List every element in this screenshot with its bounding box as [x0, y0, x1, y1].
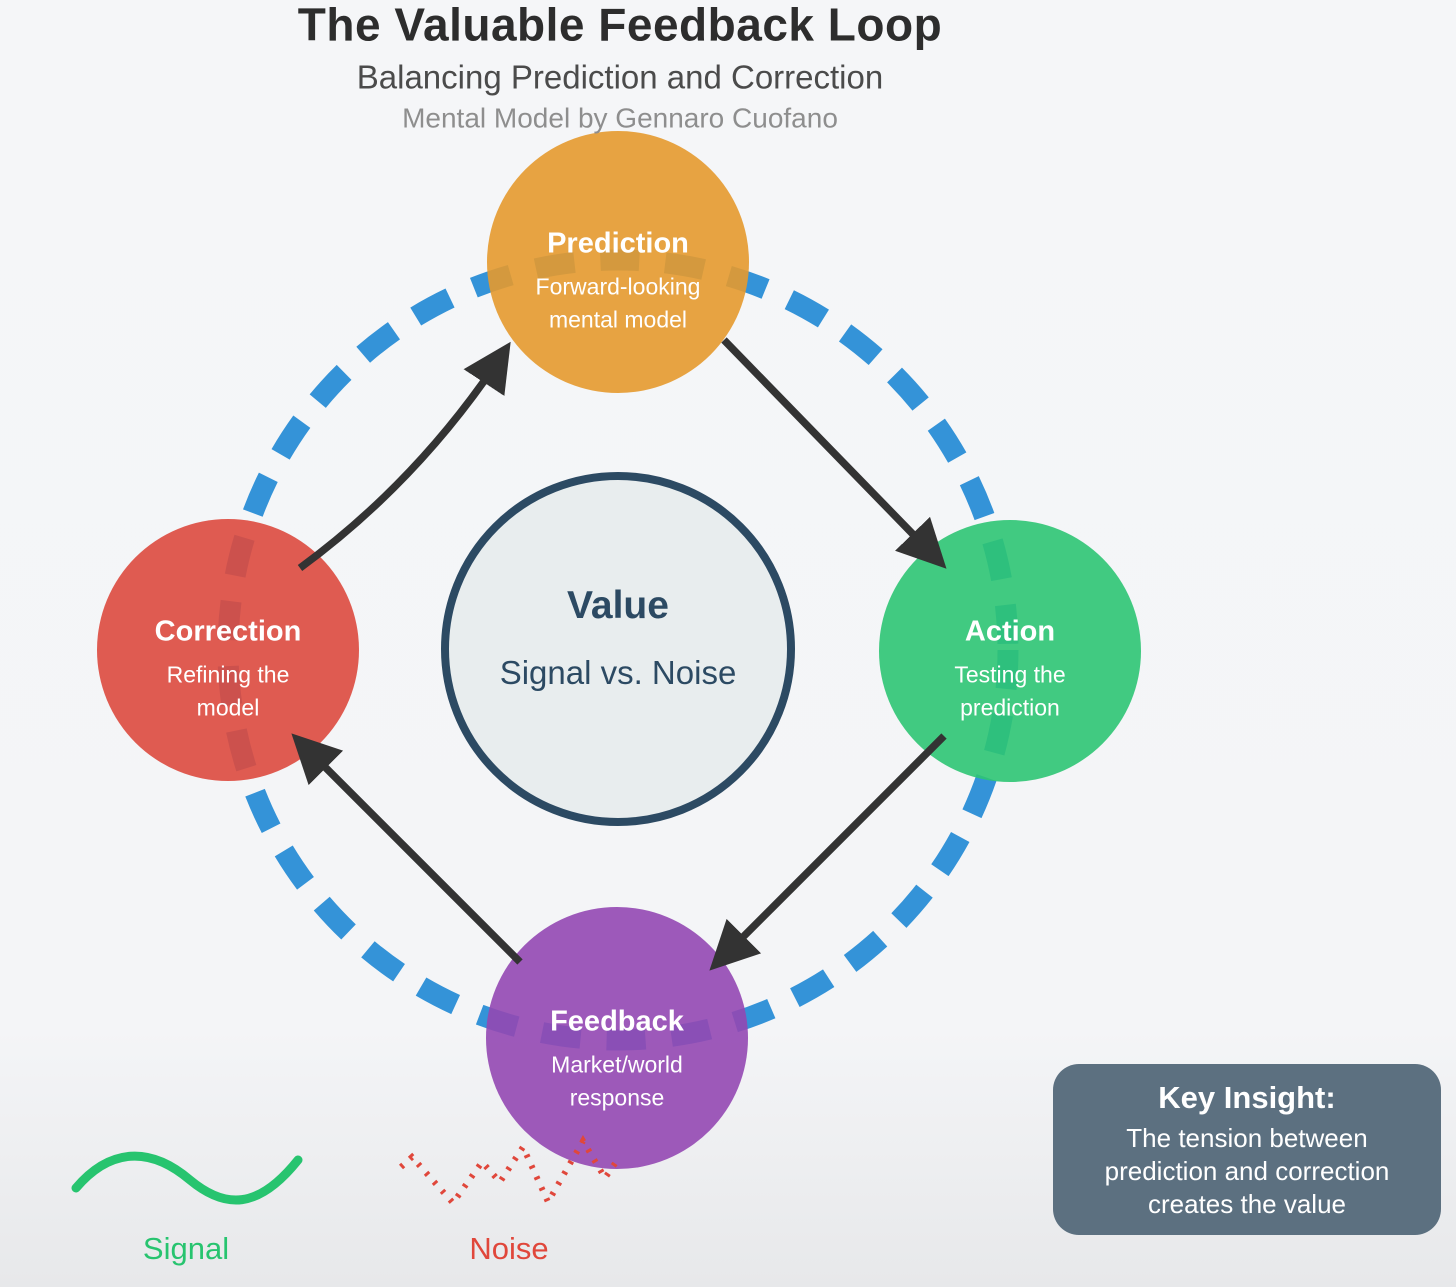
action-sub-line1: Testing the	[954, 661, 1066, 688]
arrow-correction-to-prediction	[297, 341, 511, 572]
action-label: Action Testing the prediction	[880, 616, 1140, 725]
noise-legend-label: Noise	[469, 1231, 549, 1266]
correction-title: Correction	[154, 615, 302, 648]
value-title: Value	[567, 584, 669, 627]
feedback-sub-line2: response	[569, 1084, 665, 1111]
correction-sub-line2: model	[196, 694, 260, 721]
page-byline: Mental Model by Gennaro Cuofano	[402, 102, 838, 134]
action-sub-line2: prediction	[960, 694, 1060, 721]
key-insight-title: Key Insight:	[1158, 1080, 1336, 1115]
prediction-sub-line2: mental model	[548, 306, 688, 333]
feedback-circle	[486, 907, 748, 1169]
page-subtitle: Balancing Prediction and Correction	[356, 58, 884, 96]
prediction-circle	[487, 131, 749, 393]
key-insight-box: Key Insight: The tension between predict…	[1053, 1064, 1441, 1235]
action-title: Action	[964, 615, 1056, 648]
correction-circle	[97, 519, 359, 781]
value-subtitle: Signal vs. Noise	[499, 654, 737, 691]
correction-sub-line1: Refining the	[166, 661, 290, 688]
signal-legend-label: Signal	[142, 1231, 230, 1266]
signal-wave	[71, 1151, 303, 1205]
feedback-sub-line1: Market/world	[551, 1051, 683, 1078]
page-title: The Valuable Feedback Loop	[297, 0, 943, 51]
arrow-prediction-to-action	[721, 337, 947, 569]
feedback-title: Feedback	[550, 1005, 684, 1038]
prediction-sub-line1: Forward-looking	[535, 273, 701, 300]
key-insight-line3: creates the value	[1147, 1189, 1346, 1219]
prediction-label: Prediction Forward-looking mental model	[488, 228, 748, 337]
key-insight-line2: prediction and correction	[1104, 1156, 1390, 1186]
value-circle	[445, 476, 791, 822]
arrow-action-to-feedback	[709, 733, 947, 971]
key-insight-line1: The tension between	[1126, 1123, 1368, 1153]
value-circle-border	[441, 472, 795, 826]
prediction-title: Prediction	[547, 227, 689, 260]
value-label: Value Signal vs. Noise	[458, 584, 778, 692]
action-circle	[879, 520, 1141, 782]
feedback-label: Feedback Market/world response	[487, 1006, 747, 1115]
correction-label: Correction Refining the model	[98, 616, 358, 725]
arrow-feedback-to-correction	[291, 733, 523, 965]
header: The Valuable Feedback Loop Balancing Pre…	[70, 0, 1170, 135]
